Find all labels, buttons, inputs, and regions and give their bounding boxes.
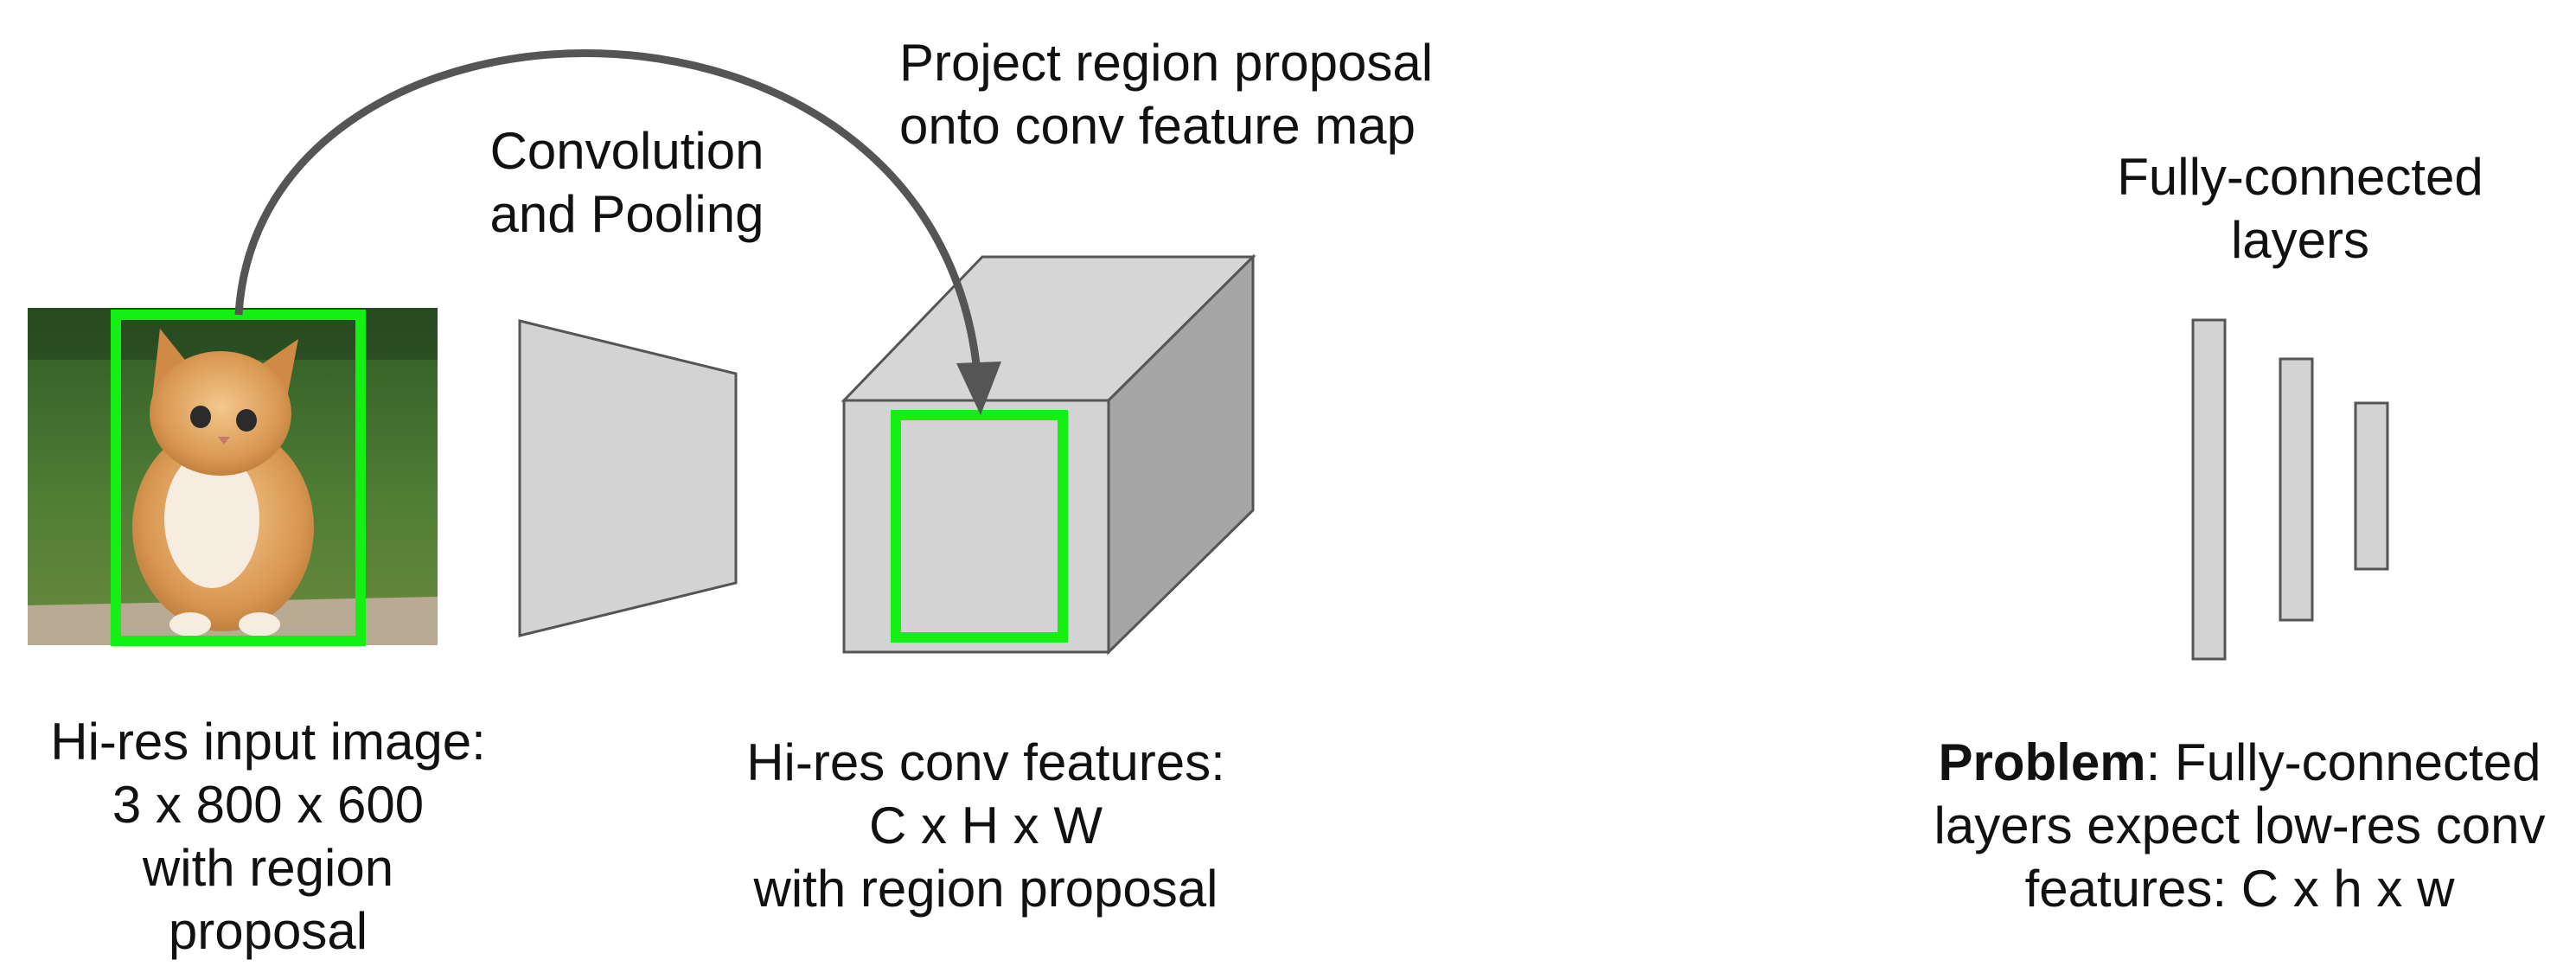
problem-line-3: features: C x h x w bbox=[2024, 860, 2455, 918]
conv-feature-cuboid bbox=[841, 253, 1256, 656]
input-image bbox=[28, 308, 438, 645]
problem-line-1: Problem: Fully-connected bbox=[1902, 731, 2576, 794]
region-proposal-box-features bbox=[891, 410, 1068, 643]
conv-pool-label: Convolution and Pooling bbox=[489, 122, 764, 243]
cuboid-front-face bbox=[842, 399, 1110, 654]
conv-features-caption: Hi-res conv features: C x H x W with reg… bbox=[746, 733, 1225, 918]
fc-layer-3 bbox=[2354, 401, 2389, 571]
fc-title-label: Fully-connected layers bbox=[2117, 148, 2483, 269]
problem-line-1-rest: : Fully-connected bbox=[2145, 733, 2541, 791]
kitten-figure bbox=[132, 329, 314, 637]
problem-bold: Problem bbox=[1938, 733, 2146, 791]
input-image-caption: Hi-res input image: 3 x 800 x 600 with r… bbox=[50, 713, 486, 960]
projection-arrow bbox=[234, 49, 981, 373]
problem-line-2: layers expect low-res conv bbox=[1934, 797, 2546, 854]
region-proposal-box-input bbox=[111, 310, 366, 646]
projection-arrowhead bbox=[956, 362, 1001, 415]
conv-pool-trapezoid bbox=[518, 319, 738, 637]
fc-layer-2 bbox=[2279, 357, 2314, 622]
fc-layer-1 bbox=[2191, 318, 2227, 661]
project-label: Project region proposal onto conv featur… bbox=[899, 34, 1434, 155]
problem-caption: Problem: Fully-connected layers expect l… bbox=[1902, 731, 2576, 920]
